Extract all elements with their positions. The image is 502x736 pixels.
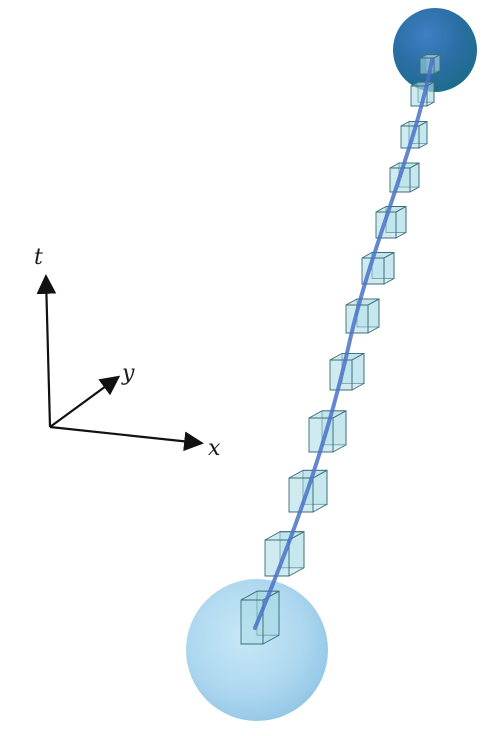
box-face xyxy=(395,205,407,239)
x-axis xyxy=(49,425,204,452)
coordinate-axes: t x y xyxy=(34,245,221,461)
box-face xyxy=(240,599,264,645)
box-face xyxy=(351,352,365,391)
box-face xyxy=(418,120,428,149)
box-face xyxy=(383,251,395,285)
start-sphere xyxy=(186,579,328,721)
box-chain xyxy=(240,53,441,645)
y-axis-label: y xyxy=(121,361,135,386)
box-face xyxy=(367,298,380,334)
y-axis xyxy=(49,375,121,428)
time-slice-box xyxy=(240,590,280,645)
box-face xyxy=(312,469,328,513)
t-axis xyxy=(36,274,57,428)
t-axis-label: t xyxy=(34,245,43,270)
box-face xyxy=(332,410,347,453)
time-slice-box xyxy=(288,469,328,513)
time-slice-box xyxy=(264,530,305,577)
box-face xyxy=(409,162,420,193)
x-axis-label: x xyxy=(208,436,221,461)
worldline-path xyxy=(253,58,434,630)
box-face xyxy=(433,53,441,75)
end-sphere xyxy=(393,8,477,92)
box-face xyxy=(264,539,290,577)
